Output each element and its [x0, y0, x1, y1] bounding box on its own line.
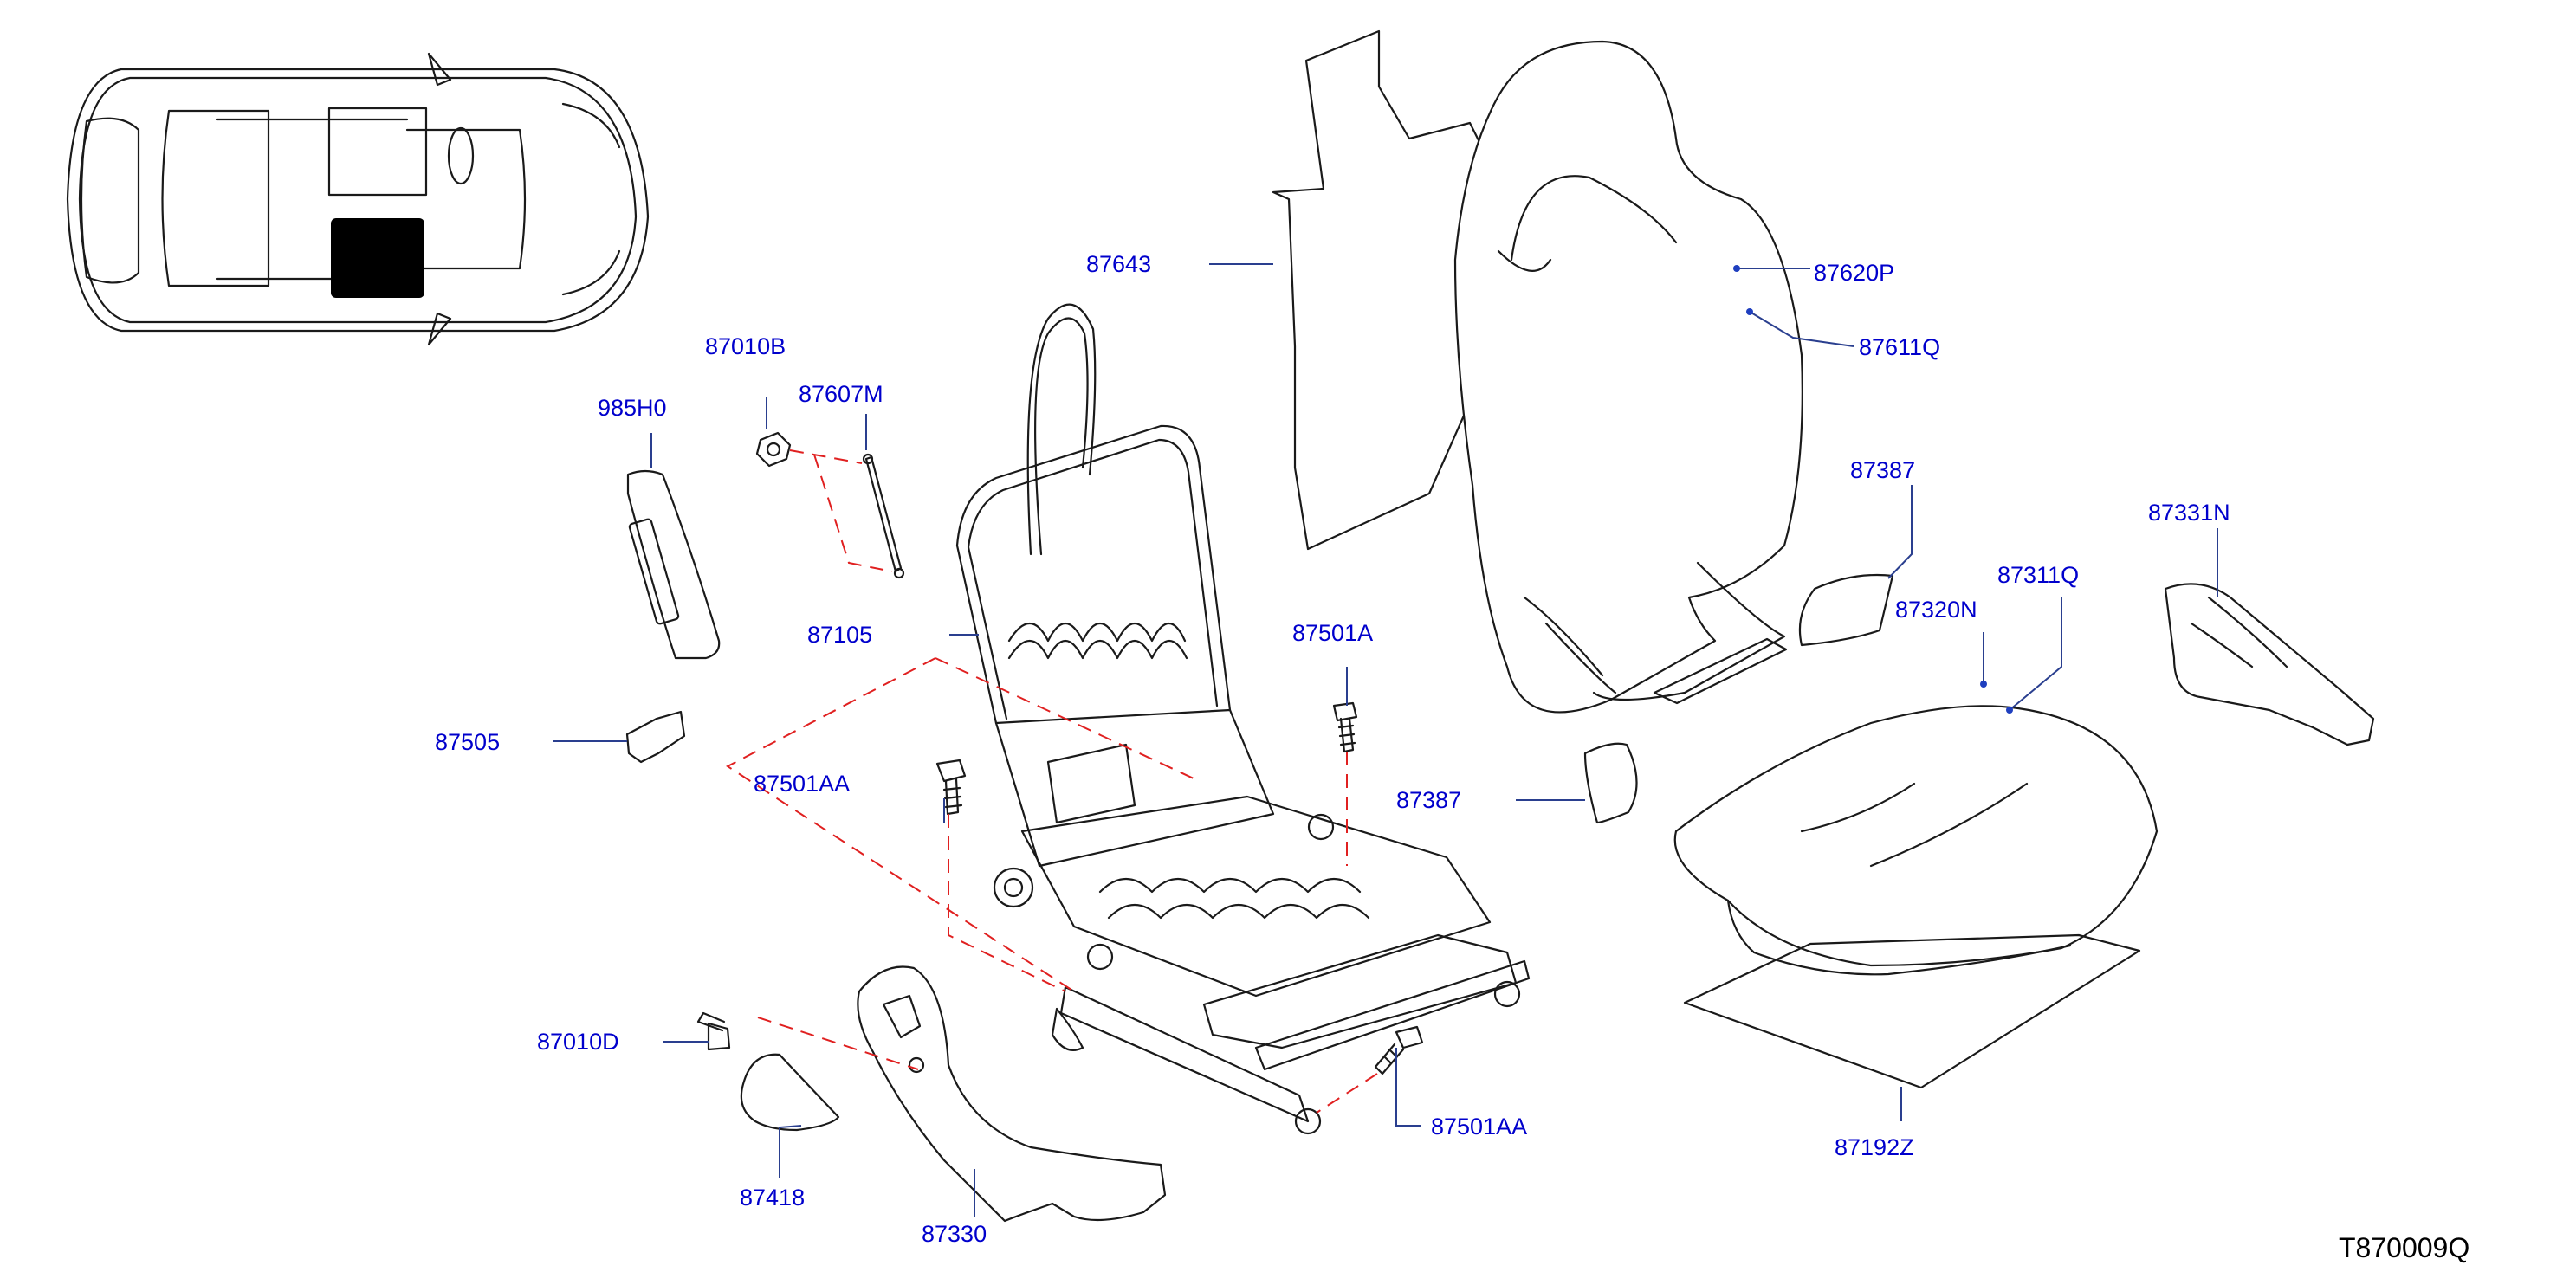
label-87387-lower: 87387	[1396, 787, 1461, 813]
label-87611q: 87611Q	[1859, 334, 1940, 360]
assembly-lines	[726, 449, 1378, 1114]
reference-code: T870009Q	[2339, 1232, 2469, 1263]
label-87501aa-upper: 87501AA	[754, 771, 850, 797]
leader-lines	[553, 263, 2218, 1217]
label-87331n: 87331N	[2148, 500, 2230, 526]
nut-icon	[755, 431, 792, 468]
bolt-87501a-icon	[1332, 701, 1358, 753]
label-87505: 87505	[435, 729, 500, 755]
label-985h0: 985H0	[598, 395, 667, 421]
knob-shape	[740, 1053, 840, 1132]
screw-87010d-icon	[696, 1011, 731, 1051]
side-airbag-shape	[626, 469, 721, 660]
label-87105: 87105	[807, 622, 872, 648]
label-87192z: 87192Z	[1835, 1134, 1914, 1160]
label-87620p: 87620P	[1814, 260, 1894, 286]
seat-frame-shape	[955, 303, 1531, 1135]
cushion-pad-shape	[1683, 933, 2141, 1089]
seat-location-marker-icon	[331, 218, 424, 298]
side-finisher-shape	[857, 965, 1167, 1223]
label-87320n: 87320N	[1895, 597, 1977, 623]
label-87010b: 87010B	[705, 333, 786, 359]
label-87330: 87330	[922, 1221, 987, 1247]
bolt-87501aa-lower-icon	[1374, 1025, 1424, 1075]
vehicle-locator-icon	[66, 52, 650, 346]
bezel-upper-shape	[1798, 573, 1894, 647]
seat-back-board-shape	[1272, 29, 1518, 551]
seat-back-cover-shape	[1453, 40, 1803, 714]
label-87010d: 87010D	[537, 1029, 619, 1055]
label-87607m: 87607M	[799, 381, 883, 407]
label-87643: 87643	[1086, 251, 1151, 277]
label-87501aa-lower: 87501AA	[1431, 1114, 1527, 1140]
bezel-lower-shape	[1583, 742, 1638, 824]
label-87311q: 87311Q	[1997, 562, 2079, 588]
clip-shape	[625, 710, 686, 764]
side-bracket-shape	[2164, 583, 2375, 746]
seat-cushion-cover-shape	[1673, 705, 2159, 976]
strap-shape	[864, 455, 903, 573]
label-87418: 87418	[740, 1185, 805, 1211]
bolt-87501aa-upper-icon	[935, 759, 967, 816]
label-87501a: 87501A	[1292, 620, 1373, 646]
label-87387-upper: 87387	[1850, 457, 1915, 483]
